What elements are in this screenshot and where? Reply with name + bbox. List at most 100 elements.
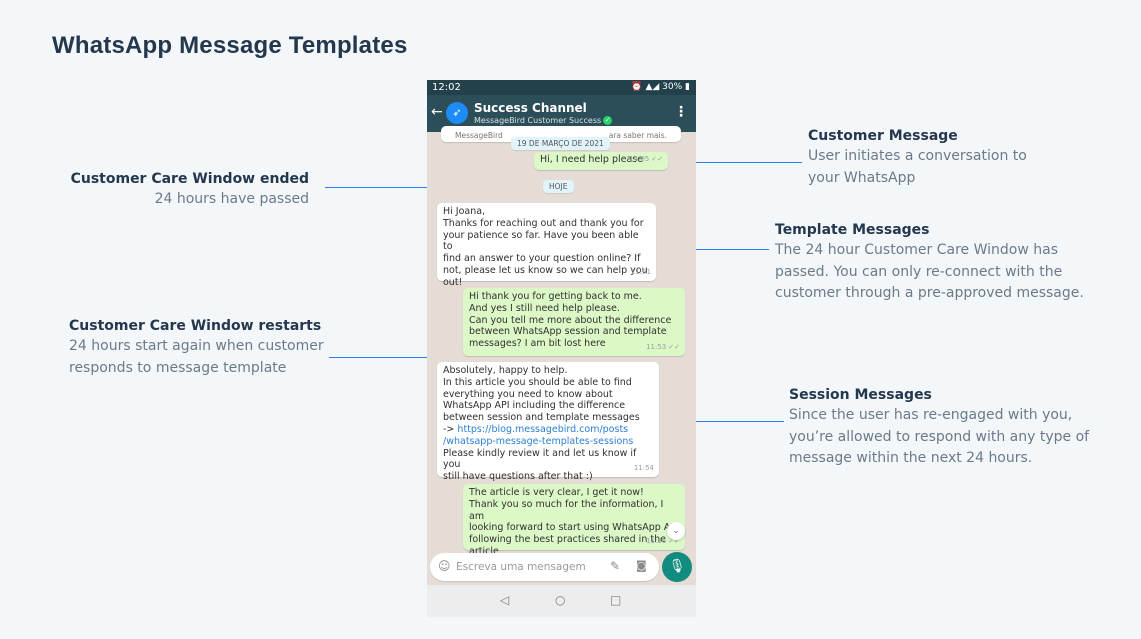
message-line: Please kindly review it and let us know … (443, 447, 637, 471)
message-line: out! (443, 276, 463, 288)
chat-subtitle-text: MessageBird Customer Success (474, 116, 602, 125)
annotation-line: passed. You can only re-connect with the (775, 263, 1063, 280)
double-check-icon: ✓✓ (668, 537, 680, 546)
signal-icon: ▲◢ (645, 82, 660, 92)
attach-icon[interactable]: ✎ (610, 559, 621, 573)
chat-header: ← ➶ Success Channel MessageBird Customer… (427, 95, 696, 132)
connector-line (329, 357, 436, 358)
nav-home-icon[interactable]: ○ (555, 593, 566, 607)
message-line: Thank you so much for the information, I… (469, 498, 664, 522)
message-bubble-outgoing: The article is very clear, I get it now!… (463, 484, 685, 557)
message-bubble-incoming: Hi Joana, Thanks for reaching out and th… (437, 203, 656, 288)
annotation-line: responds to message template (69, 359, 287, 376)
annotation-care-window-restarts: Customer Care Window restarts 24 hours s… (69, 316, 329, 379)
message-time: 11:54 (633, 464, 654, 473)
annotation-line: The 24 hour Customer Care Window has (775, 242, 1058, 258)
message-time: 11:56✓✓ (646, 536, 680, 548)
battery-level: 30% (662, 82, 683, 92)
message-line: Can you tell me more about the differenc… (469, 314, 672, 326)
message-line: find an answer to your question online? … (443, 253, 641, 265)
today-divider: HOJE (543, 180, 574, 193)
annotation-line: 24 hours start again when customer (69, 338, 324, 354)
annotation-heading: Customer Care Window restarts (69, 318, 322, 334)
mic-button[interactable]: 🎙 (662, 552, 692, 582)
message-time-text: 14:05 (629, 155, 650, 164)
message-bubble-incoming: MessageBird ara saber mais. (441, 126, 681, 142)
message-line: Hi Joana, (443, 206, 486, 217)
message-line: still have questions after that :) (443, 471, 593, 483)
mic-icon: 🎙 (668, 559, 686, 574)
annotation-line: you’re allowed to respond with any type … (789, 428, 1090, 445)
message-line: Thanks for reaching out and thank you fo… (443, 217, 644, 229)
annotation-customer-message: Customer Message User initiates a conver… (808, 126, 1108, 189)
message-line: article (469, 545, 499, 557)
message-fragment: ara saber mais. (608, 131, 667, 140)
battery-icon: ▮ (685, 82, 690, 92)
message-line: looking forward to start using WhatsApp … (469, 522, 679, 534)
annotation-session-messages: Session Messages Since the user has re-e… (789, 385, 1119, 470)
message-text: Hi, I need help please (540, 154, 644, 165)
back-arrow-icon[interactable]: ← (431, 104, 443, 120)
annotation-line: 24 hours have passed (154, 191, 309, 207)
chat-subtitle: MessageBird Customer Success✓ (474, 116, 613, 125)
annotation-care-window-ended: Customer Care Window ended 24 hours have… (49, 169, 309, 211)
annotation-heading: Template Messages (775, 222, 930, 238)
message-time-text: 11:56 (646, 537, 667, 546)
message-bubble-incoming: Absolutely, happy to help. In this artic… (437, 362, 659, 482)
connector-line (682, 162, 802, 163)
nav-recents-icon[interactable]: □ (610, 593, 622, 607)
message-bubble-outgoing: Hi thank you for getting back to me. And… (463, 288, 685, 356)
message-line: WhatsApp API including the difference (443, 400, 626, 412)
status-icons: ⏰ ▲◢ 30% ▮ (631, 80, 690, 95)
chevron-double-down-icon: ⌄ (672, 526, 680, 536)
annotation-heading: Session Messages (789, 387, 932, 403)
message-line: messages? I am bit lost here (469, 338, 606, 350)
scroll-down-button[interactable]: ⌄ (667, 522, 685, 540)
article-link[interactable]: https://blog.messagebird.com/posts (457, 423, 629, 435)
status-time: 12:02 (432, 82, 461, 93)
message-line: between WhatsApp session and template (469, 326, 667, 338)
message-time: 11:53✓✓ (646, 342, 680, 354)
avatar[interactable]: ➶ (446, 102, 468, 124)
annotation-line: message within the next 24 hours. (789, 450, 1033, 466)
message-line: between session and template messages (443, 412, 640, 424)
message-time-text: 11:53 (646, 343, 667, 352)
annotation-heading: Customer Message (808, 128, 958, 144)
verified-check-icon: ✓ (603, 116, 613, 125)
annotation-template-messages: Template Messages The 24 hour Customer C… (775, 220, 1105, 305)
annotation-heading: Customer Care Window ended (70, 171, 309, 187)
page-title: WhatsApp Message Templates (52, 32, 408, 59)
chat-area[interactable]: MessageBird ara saber mais. 19 DE MARÇO … (427, 126, 696, 582)
annotation-line: User initiates a conversation to (808, 148, 1027, 164)
message-input[interactable] (456, 557, 596, 577)
messagebird-logo-icon: ➶ (452, 106, 462, 119)
more-vert-icon[interactable]: ⋮ (674, 104, 688, 120)
message-line: Hi thank you for getting back to me. (469, 291, 642, 302)
emoji-icon[interactable]: ☺ (438, 559, 451, 573)
annotation-line: customer through a pre-approved message. (775, 285, 1084, 301)
double-check-icon: ✓✓ (668, 343, 680, 352)
nav-back-icon[interactable]: ◁ (500, 593, 510, 607)
message-time: 11:51 (630, 268, 651, 277)
message-line: In this article you should be able to fi… (443, 376, 632, 388)
message-time: 14:05✓✓ (629, 154, 663, 166)
date-divider: 19 DE MARÇO DE 2021 (511, 137, 610, 150)
camera-icon[interactable]: ◙ (636, 559, 647, 572)
message-line: not, please let us know so we can help y… (443, 264, 648, 276)
message-link-line: -> https://blog.messagebird.com/posts (443, 424, 653, 436)
message-composer: ☺ ✎ ◙ (430, 553, 659, 581)
message-bubble-outgoing: Hi, I need help please 14:05✓✓ (534, 152, 668, 170)
android-nav-bar: ◁ ○ □ (427, 585, 696, 617)
annotation-line: your WhatsApp (808, 169, 916, 186)
link-prefix: -> (443, 423, 458, 435)
connector-line (660, 421, 784, 422)
article-link[interactable]: /whatsapp-message-templates-sessions (443, 435, 634, 447)
alarm-icon: ⏰ (631, 82, 643, 92)
message-line: Absolutely, happy to help. (443, 365, 568, 376)
connector-line (653, 249, 769, 250)
annotation-line: Since the user has re-engaged with you, (789, 407, 1073, 423)
message-line: your patience so far. Have you been able… (443, 229, 639, 253)
message-line: everything you need to know about (443, 388, 613, 400)
chat-title[interactable]: Success Channel (474, 101, 587, 115)
double-check-icon: ✓✓ (651, 155, 663, 164)
